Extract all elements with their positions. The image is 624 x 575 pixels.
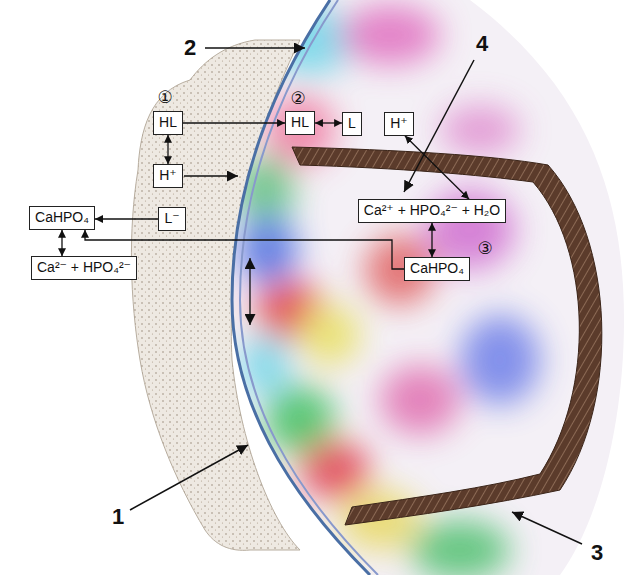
species-box: H⁺ (384, 112, 414, 136)
callout-number: 2 (184, 35, 196, 61)
leader-line (205, 47, 305, 49)
species-label: Ca²⁺ + HPO₄²⁻ + H₂O (364, 202, 500, 218)
species-label: CaHPO₄ (35, 209, 89, 225)
ion-equation-box: Ca²⁻ + HPO₄²⁻ (31, 256, 137, 280)
species-label: H⁺ (390, 115, 408, 131)
reaction-arrow (167, 135, 168, 165)
callout-number: 1 (112, 504, 124, 530)
species-box: H⁺ (153, 164, 183, 188)
species-label: L (348, 115, 356, 131)
step-number: ② (290, 88, 305, 108)
reaction-arrow (61, 230, 62, 257)
leader-line (404, 60, 474, 192)
reaction-arrow (431, 223, 432, 258)
enamel-surface-layer (240, 0, 378, 575)
reaction-arrow (405, 136, 469, 200)
species-box: CaHPO₄ (29, 206, 95, 230)
callout-number: 4 (476, 31, 488, 57)
species-box: L (342, 112, 362, 136)
ion-flow-arrow (184, 175, 238, 176)
species-label: HL (291, 114, 309, 130)
reaction-arrow (315, 122, 342, 123)
callout-number: 3 (591, 540, 603, 566)
species-box: HL (153, 111, 183, 135)
diffusion-arrow (249, 258, 250, 325)
reaction-arrow (183, 122, 285, 123)
species-label: L⁻ (164, 210, 179, 226)
species-box: L⁻ (158, 207, 185, 231)
lesion-band (292, 147, 602, 525)
species-label: Ca²⁻ + HPO₄²⁻ (37, 259, 131, 275)
reaction-arrow (95, 218, 158, 219)
ion-equation-box: Ca²⁺ + HPO₄²⁻ + H₂O (358, 199, 506, 223)
species-label: CaHPO₄ (410, 260, 464, 276)
step-number: ③ (477, 238, 492, 258)
step-number: ① (157, 87, 172, 107)
species-box: HL (285, 111, 315, 135)
leader-line (130, 445, 248, 510)
enamel-surface (232, 0, 370, 575)
leader-line (512, 512, 582, 544)
species-label: H⁺ (159, 167, 177, 183)
species-label: HL (159, 114, 177, 130)
species-box: CaHPO₄ (404, 257, 470, 281)
